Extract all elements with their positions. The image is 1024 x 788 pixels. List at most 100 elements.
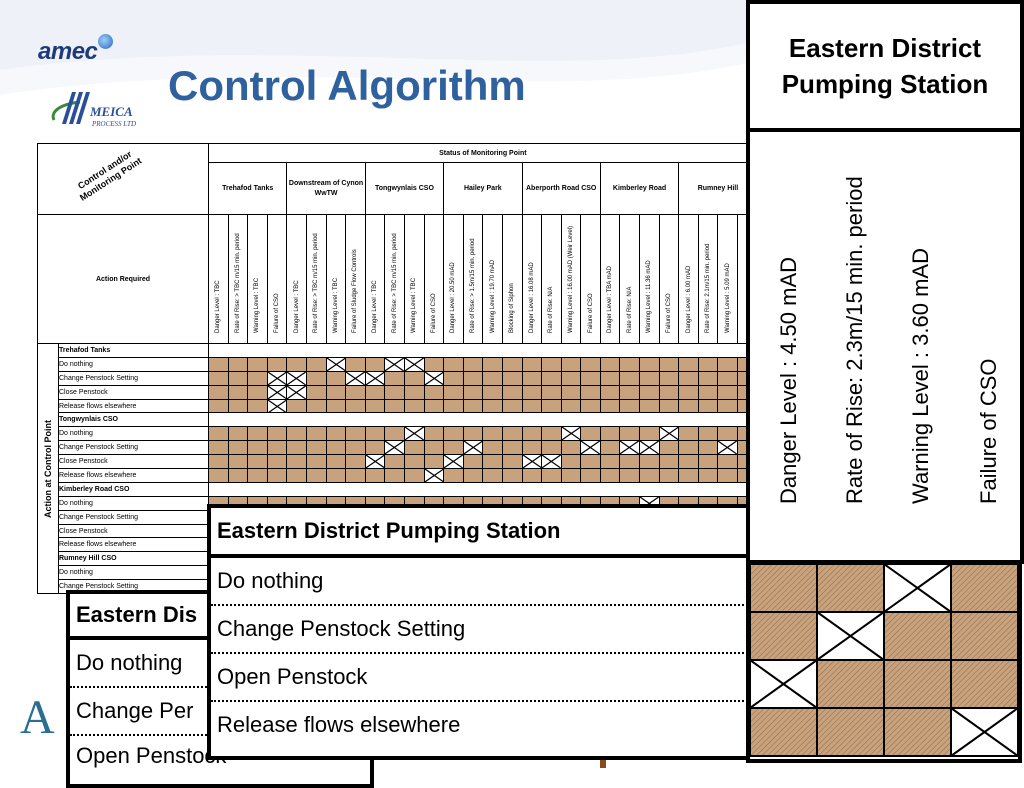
shaded-cell	[247, 356, 268, 372]
small-mark	[600, 760, 606, 768]
shaded-cell	[658, 370, 680, 386]
group-spacer	[208, 481, 758, 497]
shaded-cell	[619, 370, 641, 386]
action-row-label: Change Penstock Setting	[58, 509, 209, 525]
shaded-cell	[619, 426, 641, 442]
shaded-cell	[639, 468, 660, 483]
shaded-cell	[384, 468, 405, 483]
site-header: Downstream of Cynon WwTW	[286, 162, 366, 215]
shaded-cell	[501, 426, 523, 442]
monitor-col-label: Rate of Rise: > TBC m/15 min. period	[313, 233, 320, 333]
shaded-cell	[560, 454, 582, 470]
monitor-col-header: Rate of Rise: N/A	[541, 214, 562, 344]
cross-cell	[266, 384, 288, 400]
shaded-cell	[305, 384, 327, 400]
cross-cell	[286, 384, 307, 400]
shaded-cell	[325, 468, 347, 483]
cross-cell	[423, 370, 445, 386]
shaded-cell	[521, 426, 543, 442]
shaded-cell	[717, 454, 739, 470]
action-row-label: Do nothing	[58, 426, 209, 442]
shaded-cell	[482, 454, 503, 470]
monitor-col-header: Failure of CSO	[580, 214, 601, 344]
shaded-cell	[305, 398, 327, 414]
monitor-col-header: Rate of Rise: > TBC m/15 min. period	[227, 214, 249, 344]
shaded-cell	[560, 398, 582, 414]
shaded-cell	[462, 454, 484, 470]
shaded-cell	[580, 398, 601, 414]
shaded-cell	[403, 468, 425, 483]
monitor-col-label: Danger Level : 16.08 mAD	[528, 262, 535, 333]
overlay-main-row: Open Penstock	[211, 654, 751, 702]
shaded-cell	[521, 440, 543, 456]
group-title: Tongwynlais CSO	[58, 412, 209, 428]
background-wave	[0, 0, 760, 95]
monitor-col-label: Rate of Rise: > TBC m/15 min. period	[391, 233, 398, 333]
monitor-col-label: Failure of CSO	[665, 293, 672, 333]
overlay-main-row: Change Penstock Setting	[211, 606, 751, 654]
cross-cell	[423, 468, 445, 483]
shaded-cell	[541, 398, 562, 414]
shaded-cell	[364, 468, 386, 483]
shaded-cell	[423, 454, 445, 470]
cross-cell	[266, 370, 288, 386]
shaded-cell	[247, 426, 268, 442]
shaded-cell	[345, 398, 366, 414]
shaded-cell	[443, 370, 464, 386]
shaded-cell	[286, 440, 307, 456]
overlay-main-row: Do nothing	[211, 558, 751, 606]
cross-cell	[462, 440, 484, 456]
shaded-cell	[305, 426, 327, 442]
right-grid-border	[746, 562, 1022, 763]
shaded-cell	[325, 370, 347, 386]
shaded-cell	[403, 384, 425, 400]
shaded-cell	[580, 356, 601, 372]
monitor-col-label: Failure of Sludge Flow Controls	[352, 249, 359, 333]
shaded-cell	[580, 370, 601, 386]
monitor-col-label: Failure of CSO	[587, 293, 594, 333]
right-cross-line	[816, 611, 885, 661]
shaded-cell	[717, 426, 739, 442]
shaded-cell	[247, 440, 268, 456]
group-title: Trehafod Tanks	[58, 343, 209, 358]
action-row-label: Close Penstock	[58, 523, 209, 539]
shaded-cell	[345, 454, 366, 470]
right-panel-grid	[746, 562, 1022, 763]
page-title: Control Algorithm	[168, 62, 526, 109]
shaded-cell	[541, 440, 562, 456]
monitor-col-header: Danger Level : TBA mAD	[599, 214, 621, 344]
shaded-cell	[697, 426, 719, 442]
shaded-cell	[482, 370, 503, 386]
shaded-cell	[599, 384, 621, 400]
shaded-cell	[678, 426, 699, 442]
right-col-label: Danger Level : 4.50 mAD	[776, 256, 801, 504]
meica-logo: MEICA PROCESS LTD	[50, 90, 150, 138]
shaded-cell	[208, 426, 229, 442]
shaded-cell	[305, 468, 327, 483]
shaded-cell	[482, 384, 503, 400]
right-shaded-cell	[950, 611, 1019, 661]
monitor-col-label: Rate of Rise: > TBC m/15 min. period	[234, 233, 241, 333]
amec-ball-icon	[98, 34, 114, 49]
shaded-cell	[658, 468, 680, 483]
shaded-cell	[462, 426, 484, 442]
right-shaded-cell	[749, 707, 818, 757]
meica-name: MEICA	[90, 104, 133, 119]
shaded-cell	[717, 468, 739, 483]
monitor-col-label: Danger Level : TBC	[215, 280, 222, 333]
shaded-cell	[639, 384, 660, 400]
shaded-cell	[639, 370, 660, 386]
shaded-cell	[443, 384, 464, 400]
cross-cell	[266, 398, 288, 414]
shaded-cell	[266, 426, 288, 442]
shaded-cell	[697, 370, 719, 386]
action-row-label: Do nothing	[58, 495, 209, 511]
monitor-col-header: Danger Level : TBC	[208, 214, 229, 344]
site-header: Hailey Park	[443, 162, 523, 215]
shaded-cell	[247, 384, 268, 400]
shaded-cell	[619, 398, 641, 414]
shaded-cell	[658, 356, 680, 372]
shaded-cell	[286, 356, 307, 372]
status-header: Status of Monitoring Point	[208, 142, 758, 164]
shaded-cell	[482, 440, 503, 456]
